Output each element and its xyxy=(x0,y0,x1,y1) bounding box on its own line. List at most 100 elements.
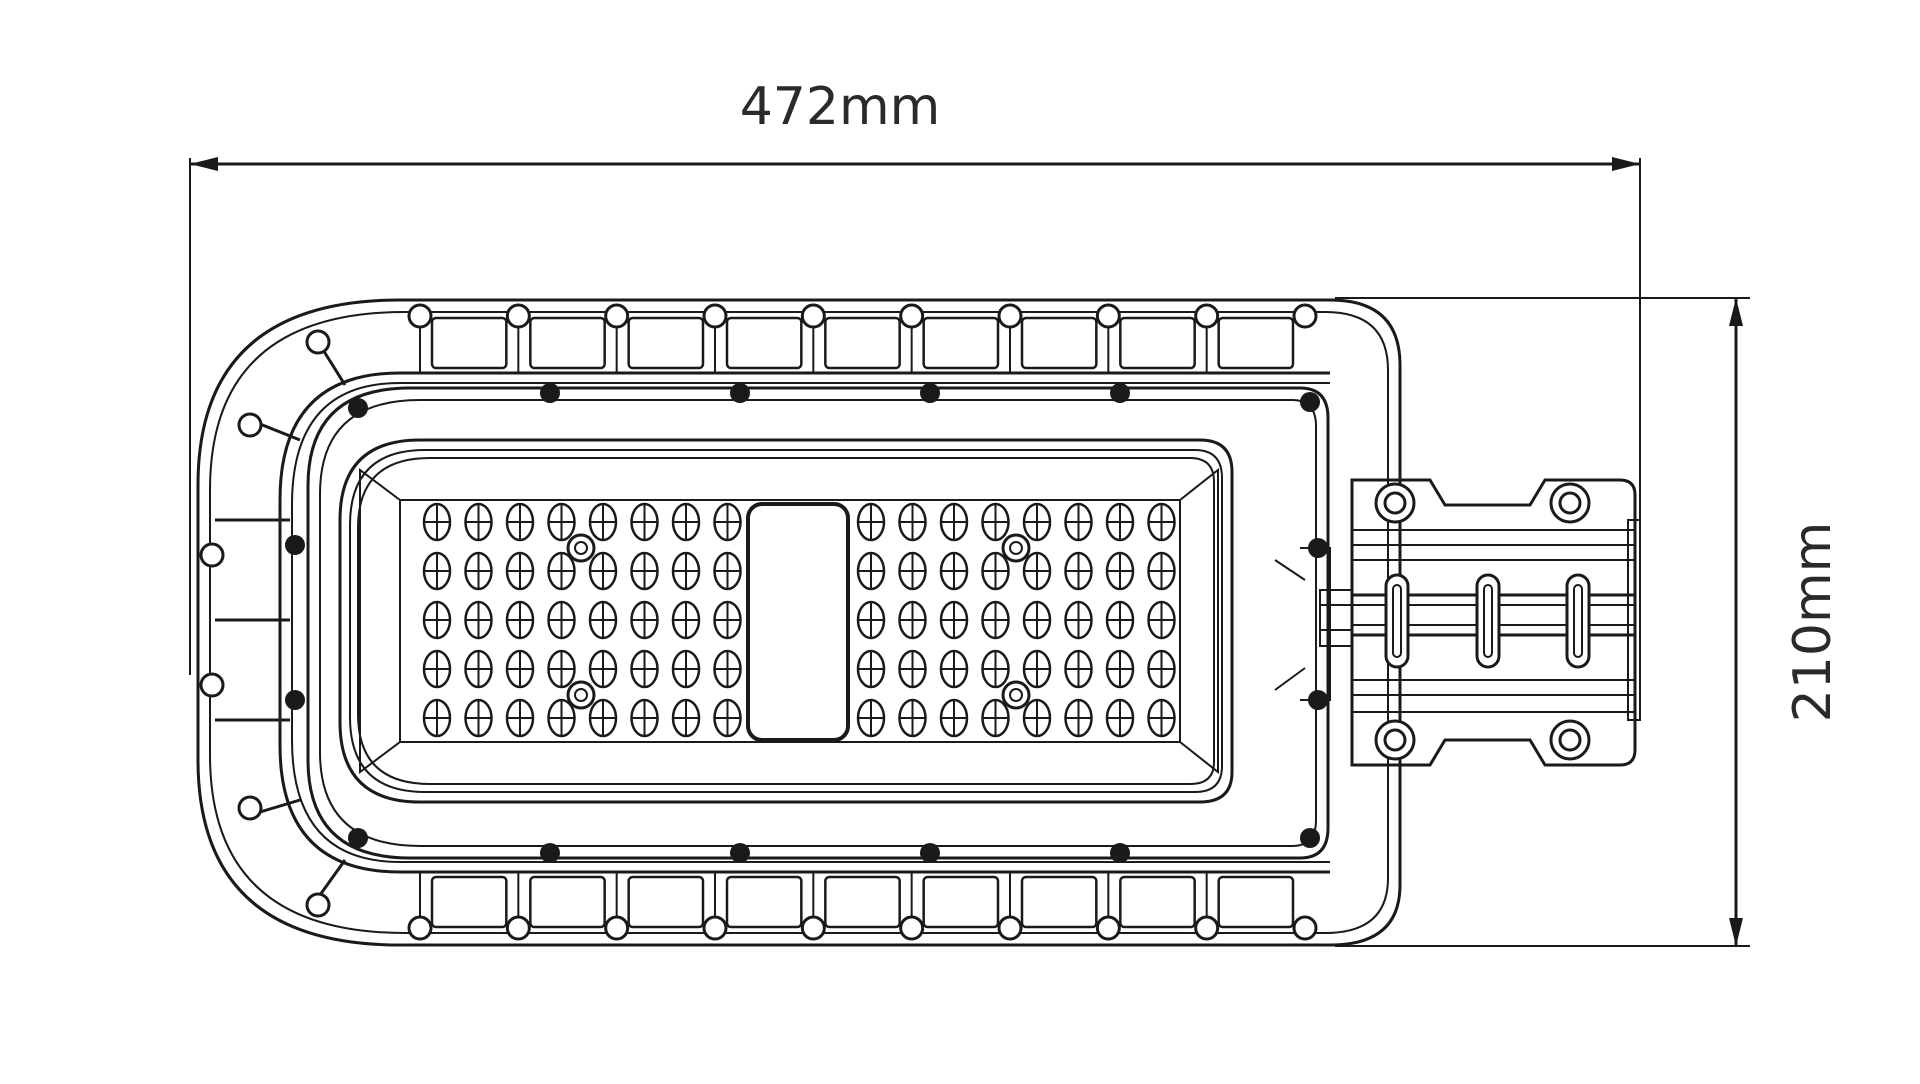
frame-bolt xyxy=(1095,303,1121,329)
mount-bolt-core xyxy=(1383,728,1407,752)
top-rib-cell xyxy=(922,316,1000,370)
height-dimension: 210mm xyxy=(1335,297,1843,947)
bottom-rib-cell xyxy=(922,875,1000,929)
frame-bolt xyxy=(800,915,826,941)
driver-window xyxy=(746,502,850,742)
frame-bolt xyxy=(237,795,263,821)
frame-bolt xyxy=(604,303,630,329)
frame-bolts xyxy=(199,303,1318,941)
frame-bolt xyxy=(199,672,225,698)
left-rib-frame xyxy=(215,344,401,896)
frame-bolt xyxy=(1194,915,1220,941)
frame-bolt xyxy=(800,303,826,329)
top-rib-cell xyxy=(1020,316,1098,370)
height-arrow-top xyxy=(1729,298,1743,326)
top-rib-cell xyxy=(529,316,606,370)
top-rib-frame xyxy=(400,312,1330,384)
bottom-rib-cell xyxy=(529,875,606,929)
width-arrow-left xyxy=(190,157,218,171)
pole-mount xyxy=(1274,478,1641,767)
mount-bolt xyxy=(1374,482,1416,524)
inner-bolt xyxy=(285,535,305,555)
bottom-rib-cell xyxy=(627,875,705,929)
top-rib-cell xyxy=(824,316,901,370)
width-dimension: 472mm xyxy=(189,77,1641,675)
tray-screw xyxy=(1001,533,1031,563)
top-rib-cell xyxy=(430,316,508,370)
inner-bolt xyxy=(920,843,940,863)
width-arrow-right xyxy=(1612,157,1640,171)
top-rib-cell xyxy=(627,316,705,370)
inner-bolt xyxy=(348,398,368,418)
mount-slot xyxy=(1475,573,1501,669)
top-rib-cell xyxy=(725,316,803,370)
inner-bolt xyxy=(1300,828,1320,848)
bottom-rib-frame xyxy=(400,861,1330,933)
frame-bolt xyxy=(407,303,433,329)
inner-bolt xyxy=(540,383,560,403)
inner-bolt xyxy=(285,690,305,710)
frame-bolt xyxy=(604,915,630,941)
frame-bolt xyxy=(199,542,225,568)
frame-bolt xyxy=(1194,303,1220,329)
bottom-rib-cell xyxy=(725,875,803,929)
frame-bolt xyxy=(505,303,531,329)
frame-bolt xyxy=(505,915,531,941)
mount-bolt xyxy=(1549,482,1591,524)
inner-bolt xyxy=(1110,843,1130,863)
inner-body xyxy=(285,383,1330,863)
tray-screw xyxy=(566,533,596,563)
frame-bolt xyxy=(702,915,728,941)
frame-bolt xyxy=(407,915,433,941)
frame-bolt xyxy=(305,892,331,918)
frame-bolt xyxy=(997,303,1023,329)
inner-bolt xyxy=(730,383,750,403)
frame-bolt xyxy=(702,303,728,329)
bottom-rib-cell xyxy=(1020,875,1098,929)
mount-bolt-core xyxy=(1558,728,1582,752)
tray-screw xyxy=(1001,680,1031,710)
inner-bolt xyxy=(1300,392,1320,412)
inner-bolt xyxy=(540,843,560,863)
mount-slot-inner xyxy=(1392,584,1402,658)
height-label: 210mm xyxy=(1783,522,1843,723)
tray-screw-core xyxy=(1009,541,1023,555)
housing xyxy=(196,298,1402,947)
tray-screw xyxy=(566,680,596,710)
inner-bolt xyxy=(730,843,750,863)
bottom-rib-cell xyxy=(1217,875,1295,929)
top-rib-cell xyxy=(1217,316,1295,370)
mount-bolt xyxy=(1374,719,1416,761)
mount-bolt-core xyxy=(1558,491,1582,515)
frame-bolt xyxy=(899,303,925,329)
inner-bolt xyxy=(920,383,940,403)
frame-bolt xyxy=(305,329,331,355)
left-rib-spoke xyxy=(318,859,347,896)
mount-slot xyxy=(1384,573,1410,669)
tray-screw-core xyxy=(574,688,588,702)
tray-screw-core xyxy=(574,541,588,555)
frame-bolt xyxy=(237,412,263,438)
top-rib-cell xyxy=(1119,316,1196,370)
inner-bolt xyxy=(348,828,368,848)
frame-bolt xyxy=(1292,303,1318,329)
mount-bolt-core xyxy=(1383,491,1407,515)
frame-bolt xyxy=(899,915,925,941)
led-tray xyxy=(338,438,1234,804)
frame-bolt xyxy=(1292,915,1318,941)
width-label: 472mm xyxy=(740,77,941,137)
frame-bolt xyxy=(1095,915,1121,941)
height-arrow-bottom xyxy=(1729,918,1743,946)
bottom-rib-cell xyxy=(430,875,508,929)
mount-slot xyxy=(1565,573,1591,669)
frame-bolt xyxy=(997,915,1023,941)
inner-bolt xyxy=(1110,383,1130,403)
tray-screw-core xyxy=(1009,688,1023,702)
mount-slot-inner xyxy=(1483,584,1493,658)
bottom-rib-cell xyxy=(824,875,901,929)
mount-bolt xyxy=(1549,719,1591,761)
mount-slot-inner xyxy=(1573,584,1583,658)
bottom-rib-cell xyxy=(1119,875,1196,929)
